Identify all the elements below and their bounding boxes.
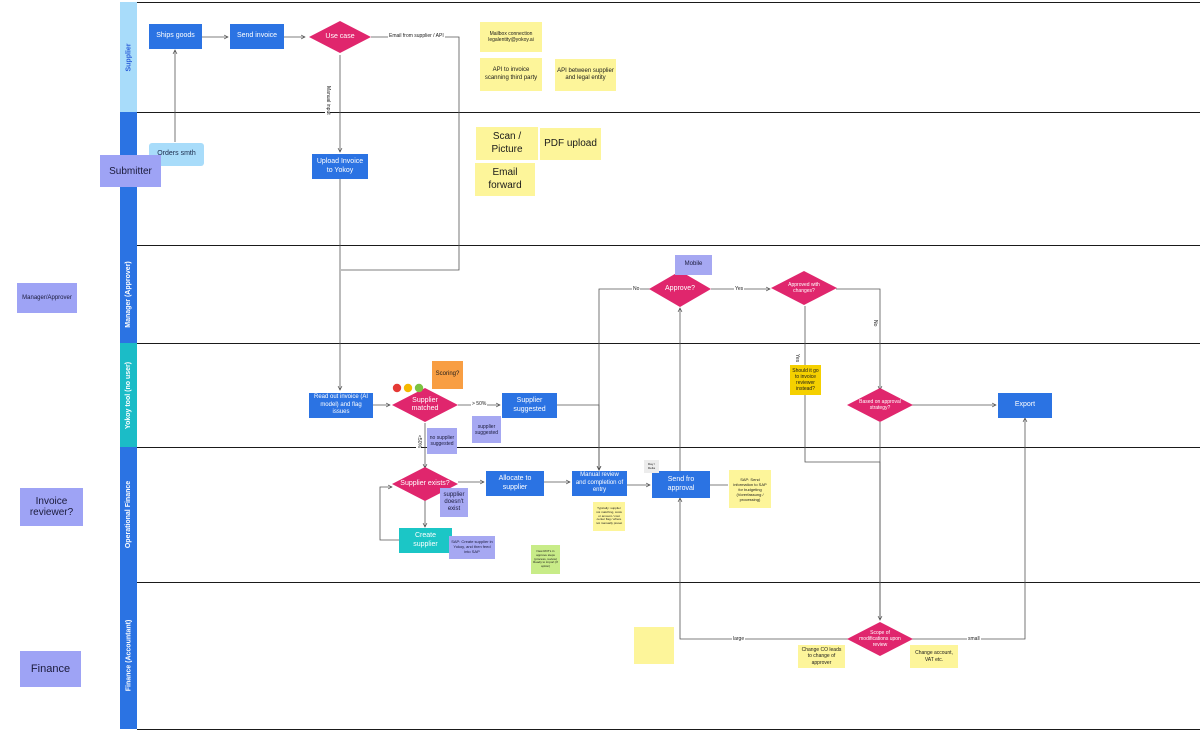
scan-picture-sticky[interactable]: Scan / Picture <box>476 127 538 160</box>
finance-note-text: Finance <box>30 663 71 675</box>
change-co-sticky[interactable]: Change CO leads to change of approver <box>798 645 845 668</box>
manager-approver-note-text: Manager/Approver <box>22 295 72 301</box>
read-out-invoice-step[interactable]: Read out invoice (AI model) and flag iss… <box>309 393 373 418</box>
lane-divider <box>137 343 1200 344</box>
export-step[interactable]: Export <box>998 393 1052 418</box>
edge-label-lt50: <50% <box>416 434 422 449</box>
edge-label-gt50: > 50% <box>471 401 488 407</box>
send-for-approval-step[interactable]: Send fro approval <box>652 471 710 498</box>
supplier-suggested-note[interactable]: supplier suggested <box>472 416 501 443</box>
invoice-reviewer-note-text: Invoice reviewer? <box>29 496 74 518</box>
sap-send-sticky[interactable]: SAP: Send information to SAP for budgeti… <box>729 470 771 508</box>
edge-approve-no <box>599 288 650 470</box>
orders-smth-step[interactable]: Orders smth <box>149 143 204 166</box>
lane-divider <box>137 447 1200 448</box>
edge-scope-large <box>680 498 849 640</box>
traffic-light-red <box>392 383 402 393</box>
supplier-doesnt-exist-note[interactable]: supplier doesn't exist <box>440 488 468 517</box>
email-forward-sticky[interactable]: Email forward <box>475 163 535 196</box>
lane-label-operational: Operational Finance <box>120 447 137 582</box>
manager-approver-note[interactable]: Manager/Approver <box>17 283 77 313</box>
lane-divider <box>137 2 1200 3</box>
edge-suggested-to-manual <box>557 404 599 470</box>
decision-supplier-matched <box>392 388 458 422</box>
decision-approve <box>649 271 711 307</box>
mailbox-sticky[interactable]: Mailbox connection legalentity@yokoy.ai <box>480 22 542 52</box>
scoring-sticky[interactable]: Scoring? <box>432 361 463 389</box>
allocate-supplier-step[interactable]: Allocate to supplier <box>486 471 544 496</box>
lane-divider <box>137 112 1200 113</box>
pdf-upload-sticky[interactable]: PDF upload <box>540 128 601 160</box>
supplier-suggested-step[interactable]: Supplier suggested <box>502 393 557 418</box>
change-account-sticky[interactable]: Change account, VAT etc. <box>910 645 958 668</box>
upload-invoice-step[interactable]: Upload Invoice to Yokoy <box>312 154 368 179</box>
traffic-light-green <box>414 383 424 393</box>
submitter-note[interactable]: Submitter <box>100 155 161 187</box>
should-go-sticky[interactable]: Should it go to invoice reviewer instead… <box>790 365 821 395</box>
invoice-reviewer-note[interactable]: Invoice reviewer? <box>20 488 83 526</box>
edge-label-email-api: Email from supplier / API <box>388 33 445 39</box>
ships-goods-step[interactable]: Ships goods <box>149 24 202 49</box>
lane-divider <box>137 245 1200 246</box>
edge-changes-no <box>836 288 880 390</box>
edge-label-manual-input: Manual input <box>325 85 331 116</box>
lane-label-yokoy: Yokoy tool (no user) <box>120 343 137 447</box>
lane-label-manager: Manager (Approver) <box>120 245 137 343</box>
lane-label-supplier: Supplier <box>120 2 137 112</box>
api-scanning-sticky[interactable]: API to invoice scanning third party <box>480 58 542 91</box>
finance-note[interactable]: Finance <box>20 651 81 687</box>
sap-create-note[interactable]: SAP: Create supplier in Yokoy, and then … <box>449 536 495 559</box>
manual-review-step[interactable]: Manual review and completion of entry <box>572 471 627 496</box>
lane-label-accountant: Finance (Accountant) <box>120 582 137 729</box>
traffic-light-yellow <box>403 383 413 393</box>
decision-approved-changes <box>771 271 837 305</box>
decision-use-case <box>309 21 371 53</box>
decision-diamonds <box>309 21 913 656</box>
mobile-note[interactable]: Mobile <box>675 255 712 275</box>
day-delta-sticky[interactable]: Day / Delta <box>644 460 659 473</box>
edge-label-yes: Yes <box>734 286 745 292</box>
edge-label-no: No <box>632 286 641 292</box>
edge-scope-small <box>912 418 1025 640</box>
lane-divider <box>137 729 1200 730</box>
no-supplier-suggested-note[interactable]: no supplier suggested <box>427 428 457 454</box>
create-supplier-step[interactable]: Create supplier <box>399 528 452 553</box>
lane-divider <box>137 582 1200 583</box>
edge-label-yes-vertical: Yes <box>794 353 800 364</box>
decision-approval-strategy <box>847 388 913 422</box>
submitter-note-text: Submitter <box>109 165 152 177</box>
api-between-sticky[interactable]: API between supplier and legal entity <box>555 59 616 91</box>
blank-sticky[interactable] <box>634 627 674 664</box>
edge-create-loop <box>379 487 400 541</box>
edge-to-scope <box>804 395 880 620</box>
decision-scope <box>847 622 913 656</box>
edge-label-no-vertical: No <box>872 319 878 328</box>
edge-label-small: small <box>967 636 981 642</box>
send-invoice-step[interactable]: Send invoice <box>230 24 284 49</box>
manual-note-sticky[interactable]: Typically: supplier not matching, costs … <box>593 502 625 531</box>
green-sticky[interactable]: New ROTL in approve steps (process, revi… <box>531 545 560 574</box>
edge-label-large: large <box>732 636 746 642</box>
